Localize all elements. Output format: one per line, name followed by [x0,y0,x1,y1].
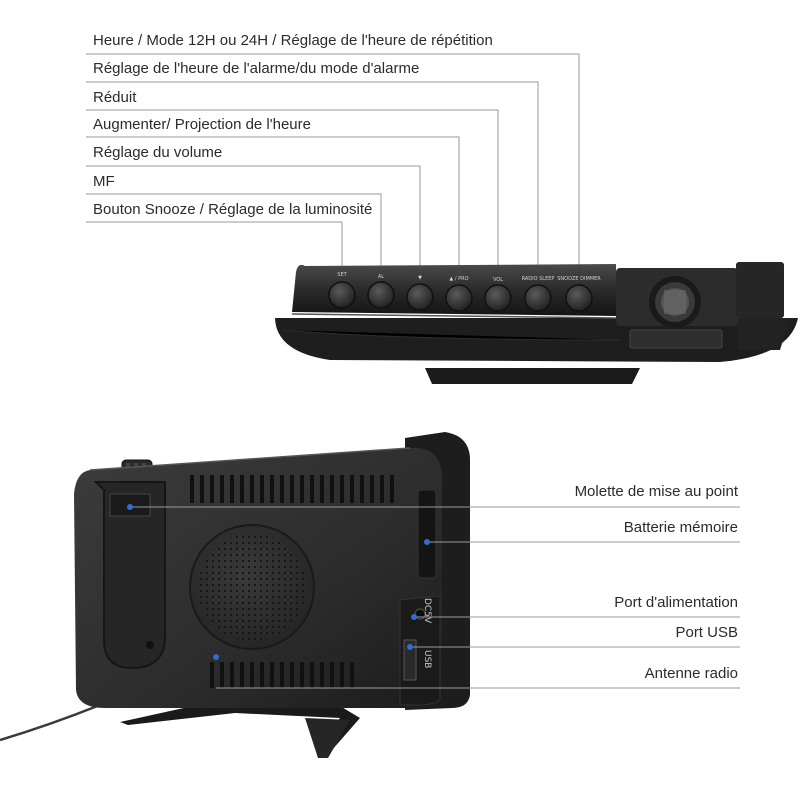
button-snooze-dimmer[interactable] [565,284,593,312]
label-usb: Port USB [675,624,738,641]
port-dc-text: DC5V [422,598,432,624]
caption-snooze-dimmer: SNOOZE DIMMER [557,276,601,282]
caption-vol: VOL [493,277,503,283]
caption-set: SET [337,272,347,278]
label-alimentation: Port d'alimentation [614,594,738,611]
caption-up-pro: ▲ / PRO [449,276,468,282]
button-captions: SET AL ▼ ▲ / PRO VOL RADIO SLEEP SNOOZE … [337,272,601,283]
button-up-pro[interactable] [445,284,473,312]
label-batterie: Batterie mémoire [623,519,738,536]
top-buttons [328,281,593,312]
label-reduit: Réduit [93,89,137,106]
label-molette: Molette de mise au point [574,483,738,500]
top-callout-lines [86,53,580,282]
label-volume: Réglage du volume [93,144,223,161]
bottom-callout-lines [130,506,740,689]
device-back-view: DC5V USB [0,432,470,758]
label-heure-mode: Heure / Mode 12H ou 24H / Réglage de l'h… [93,32,493,49]
bottom-callout-dots [127,504,430,660]
label-snooze: Bouton Snooze / Réglage de la luminosité [93,201,373,218]
label-augmenter: Augmenter/ Projection de l'heure [93,116,311,133]
button-vol[interactable] [484,284,512,312]
button-al[interactable] [367,281,395,309]
button-down[interactable] [406,283,434,311]
caption-al: AL [378,274,384,280]
label-alarme: Réglage de l'heure de l'alarme/du mode d… [93,60,420,77]
caption-down: ▼ [418,275,422,281]
label-antenne: Antenne radio [644,665,738,682]
port-usb-text: USB [422,650,432,668]
label-mf: MF [93,173,115,190]
button-set[interactable] [328,281,356,309]
button-radio-sleep[interactable] [524,284,552,312]
caption-radio-sleep: RADIO SLEEP [522,276,555,282]
